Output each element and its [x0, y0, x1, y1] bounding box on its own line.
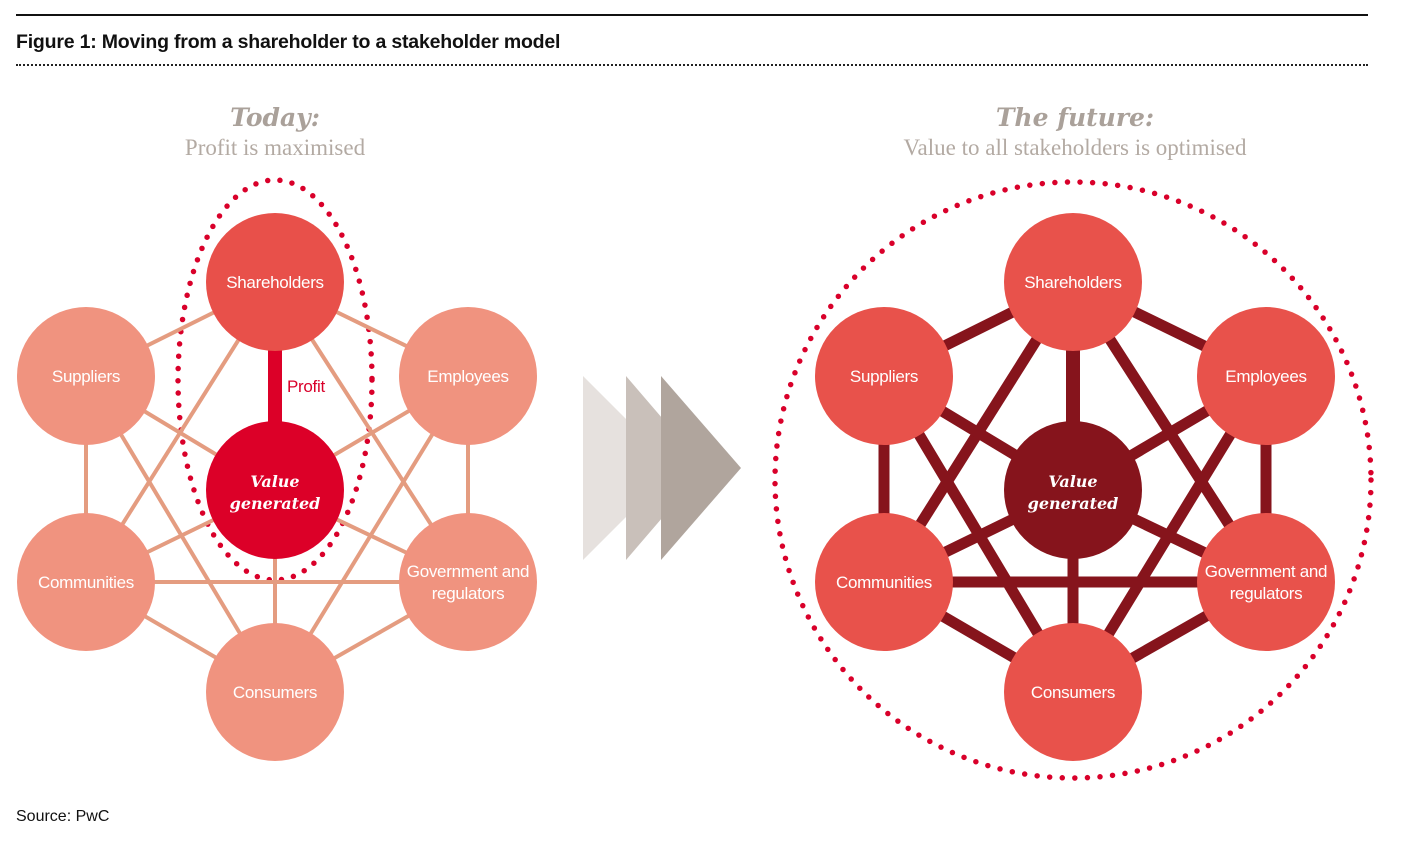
- value-label-line2: generated: [230, 494, 321, 513]
- node-suppliers: Suppliers: [815, 307, 953, 445]
- profit-label: Profit: [287, 377, 325, 396]
- chevron-3: [661, 376, 741, 560]
- triple-chevron-right-icon: [583, 376, 741, 560]
- value-label-line2: generated: [1028, 494, 1119, 513]
- today-heading-block: Today: Profit is maximised: [95, 103, 455, 163]
- future-subheading: Value to all stakeholders is optimised: [903, 135, 1247, 160]
- node-label: Suppliers: [52, 367, 120, 386]
- node-label: regulators: [1230, 584, 1303, 603]
- node-shareholders: Shareholders: [1004, 213, 1142, 351]
- node-circle: [206, 213, 344, 351]
- node-employees: Employees: [1197, 307, 1335, 445]
- figure-title: Figure 1: Moving from a shareholder to a…: [16, 31, 561, 53]
- value-generated-node: Value generated: [206, 421, 344, 559]
- value-label-line1: Value: [250, 472, 299, 491]
- node-communities: Communities: [815, 513, 953, 651]
- node-label: Consumers: [1031, 683, 1115, 702]
- node-circle: [17, 513, 155, 651]
- node-government: Government and regulators: [1197, 513, 1335, 651]
- value-circle: [206, 421, 344, 559]
- node-employees: Employees: [399, 307, 537, 445]
- value-generated-node: Value generated: [1004, 421, 1142, 559]
- node-circle: [399, 513, 537, 651]
- node-circle: [815, 513, 953, 651]
- node-government: Government and regulators: [399, 513, 537, 651]
- future-heading-block: The future: Value to all stakeholders is…: [820, 103, 1330, 163]
- boundary-ring: [175, 177, 375, 583]
- node-consumers: Consumers: [1004, 623, 1142, 761]
- node-shareholders: Shareholders: [206, 213, 344, 351]
- node-label: Shareholders: [226, 273, 324, 292]
- node-label: Employees: [427, 367, 508, 386]
- node-label: Employees: [1225, 367, 1306, 386]
- node-communities: Communities: [17, 513, 155, 651]
- node-consumers: Consumers: [206, 623, 344, 761]
- future-heading: The future:: [995, 103, 1155, 132]
- top-rule: [16, 14, 1368, 16]
- value-label-line1: Value: [1048, 472, 1097, 491]
- node-label: Communities: [836, 573, 932, 592]
- node-label: Government and: [407, 562, 529, 581]
- dotted-divider: [16, 64, 1368, 66]
- node-label: Suppliers: [850, 367, 918, 386]
- boundary-ring: [772, 179, 1374, 781]
- node-label: regulators: [432, 584, 505, 603]
- node-circle: [1197, 307, 1335, 445]
- node-suppliers: Suppliers: [17, 307, 155, 445]
- node-label: Shareholders: [1024, 273, 1122, 292]
- node-circle: [1004, 623, 1142, 761]
- node-circle: [1197, 513, 1335, 651]
- value-circle: [1004, 421, 1142, 559]
- node-circle: [399, 307, 537, 445]
- node-circle: [206, 623, 344, 761]
- node-circle: [17, 307, 155, 445]
- today-heading: Today:: [230, 103, 320, 132]
- node-circle: [815, 307, 953, 445]
- today-subheading: Profit is maximised: [184, 135, 366, 160]
- source-note: Source: PwC: [16, 808, 110, 825]
- node-label: Communities: [38, 573, 134, 592]
- node-circle: [1004, 213, 1142, 351]
- node-label: Consumers: [233, 683, 317, 702]
- node-label: Government and: [1205, 562, 1327, 581]
